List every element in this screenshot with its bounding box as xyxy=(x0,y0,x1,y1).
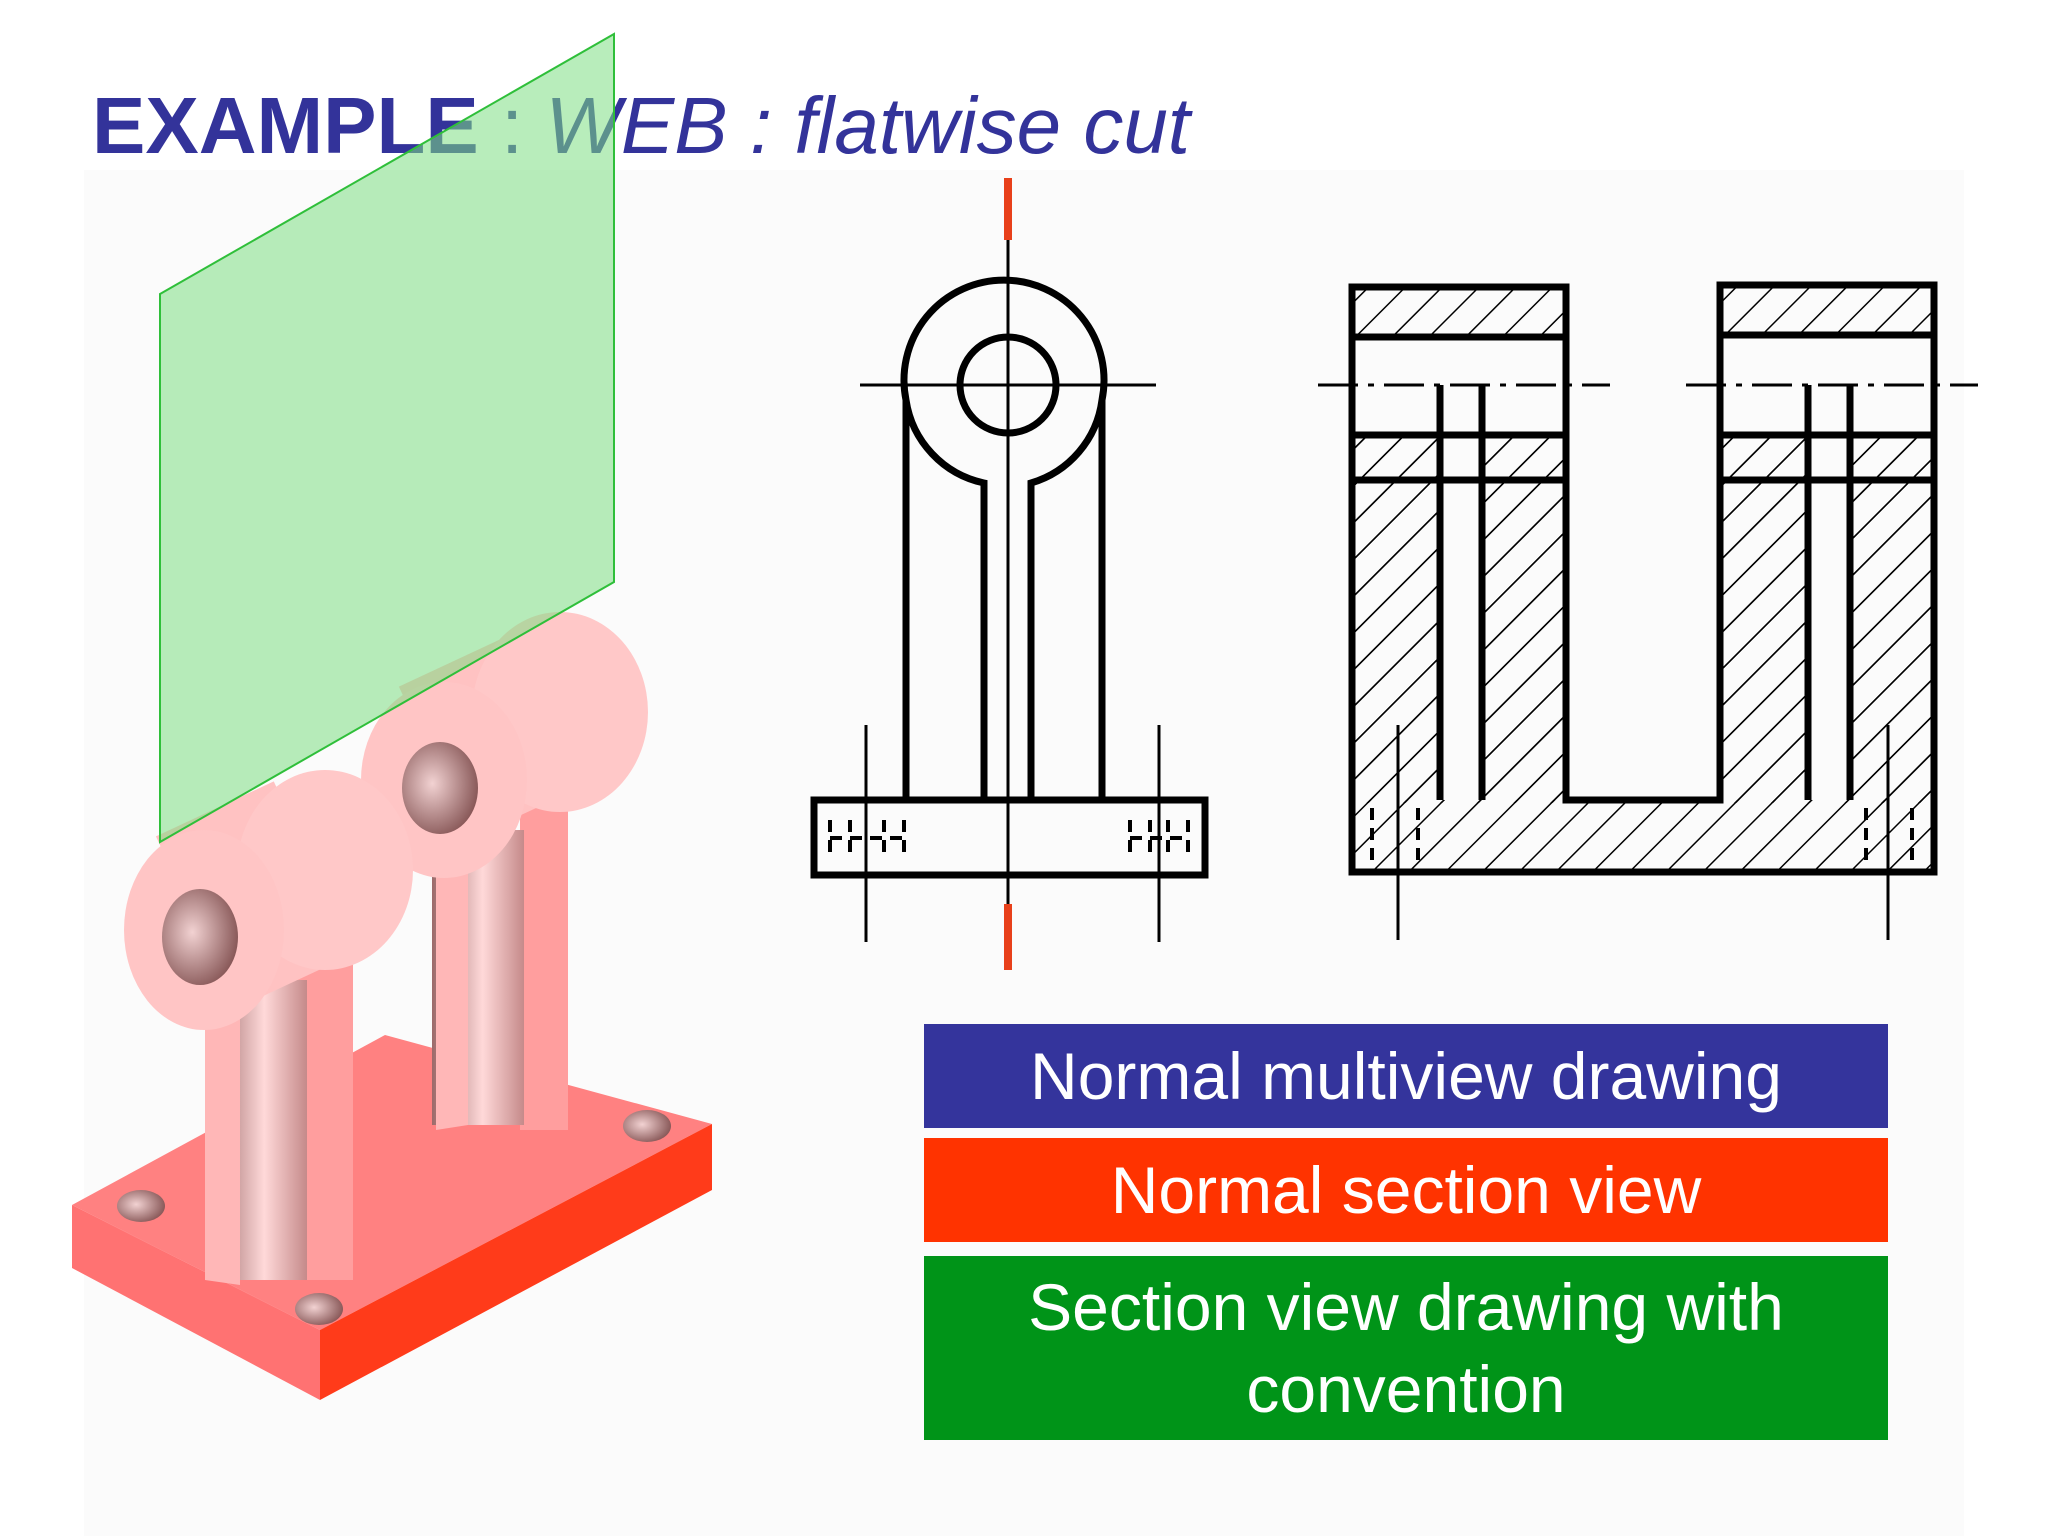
legend-label: Normal multiview drawing xyxy=(1030,1039,1782,1113)
hidden-holes xyxy=(828,820,1190,860)
legend-label-line-1: Section view drawing with xyxy=(1028,1270,1784,1344)
hatch-right-boss-top xyxy=(1720,285,1934,335)
back-boss xyxy=(361,612,648,878)
section-outline xyxy=(1348,281,1938,876)
web-hole-outline-right xyxy=(1027,399,1106,800)
back-web-side xyxy=(520,800,568,1130)
legend-label-line-2: convention xyxy=(1246,1352,1566,1426)
web-hole-outline xyxy=(902,399,988,800)
hidden-holes xyxy=(1370,808,1914,865)
mounting-hole xyxy=(623,1110,671,1142)
legend-normal-section: Normal section view xyxy=(924,1138,1888,1242)
front-view xyxy=(810,178,1209,970)
hatch-base xyxy=(1352,800,1934,872)
hatch-left-boss-top xyxy=(1352,287,1566,337)
legend-normal-multiview: Normal multiview drawing xyxy=(924,1024,1888,1128)
mounting-hole xyxy=(295,1293,343,1325)
bore-circle xyxy=(956,333,1060,437)
isometric-bracket xyxy=(72,612,712,1400)
base-outline xyxy=(810,796,1209,879)
legend-label: Normal section view xyxy=(1110,1153,1702,1227)
side-section-view xyxy=(1318,281,1978,940)
front-web-front xyxy=(205,960,240,1285)
front-boss xyxy=(124,770,413,1030)
legend-section-convention: Section view drawing with convention xyxy=(924,1256,1888,1440)
slide-title: EXAMPLE : WEB : flatwise cut xyxy=(92,78,1190,174)
title-cut-type: flatwise cut xyxy=(794,81,1191,170)
base-plate-front-face xyxy=(320,1124,712,1400)
title-separator-2: : xyxy=(727,81,795,170)
boss-and-web-outline xyxy=(900,276,1108,800)
back-web-front xyxy=(436,810,468,1130)
base-plate-left-face xyxy=(72,1205,320,1400)
cutting-plane xyxy=(159,32,615,844)
mounting-hole xyxy=(117,1190,165,1222)
